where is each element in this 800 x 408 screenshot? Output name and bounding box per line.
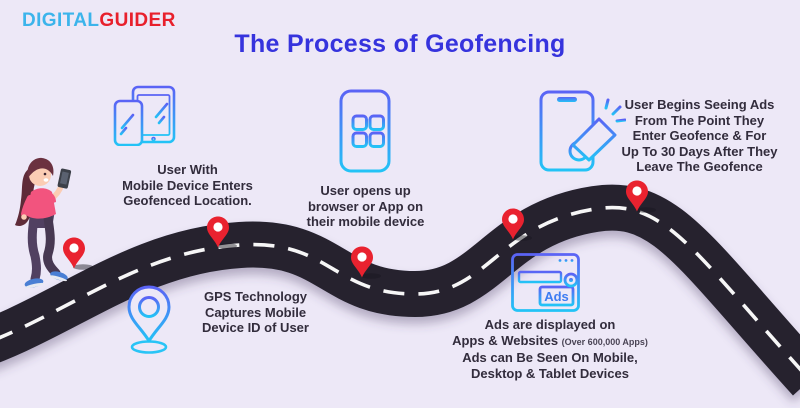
step5-line5: Leave The Geofence xyxy=(636,159,763,174)
step1-line3: Geofenced Location. xyxy=(123,193,252,208)
woman-arm-down xyxy=(21,195,33,217)
step4-line2: Apps & Websites (Over 600,000 Apps) xyxy=(444,333,656,351)
map-pin-icon xyxy=(351,246,381,279)
woman-sleeve xyxy=(50,192,56,204)
woman-hand xyxy=(21,214,27,220)
brand-logo-part1: DIGITAL xyxy=(22,10,100,31)
brand-logo-part2: GUIDER xyxy=(99,10,176,31)
step2-line1: GPS Technology xyxy=(203,289,308,304)
woman-shoe-back xyxy=(49,271,68,282)
step5-line3: Enter Geofence & For xyxy=(632,128,767,143)
phone-megaphone-icon xyxy=(539,90,626,172)
woman-hair-front xyxy=(27,157,54,178)
page-title: The Process of Geofencing xyxy=(234,30,566,58)
phone-in-hand xyxy=(57,168,72,189)
woman-shirt xyxy=(26,188,56,219)
step3-line1: User opens up xyxy=(320,183,411,198)
step4-line2-main: Apps & Websites xyxy=(452,332,559,348)
woman-leg-back xyxy=(43,213,61,278)
woman-walking-illustration xyxy=(15,157,72,288)
step5-line4: Up To 30 Days After They xyxy=(621,143,778,159)
step4-line1: Ads are displayed on xyxy=(484,317,616,332)
step3-text: User opens up browser or App on their mo… xyxy=(288,183,443,230)
step5-line2: From The Point They xyxy=(634,112,765,128)
ads-icon-label: Ads xyxy=(544,289,569,304)
map-pin-icon xyxy=(63,237,93,270)
road-centerline xyxy=(0,205,800,372)
step3-line3: their mobile device xyxy=(306,214,425,229)
gps-pin-icon xyxy=(127,285,171,354)
browser-ads-icon: Ads xyxy=(511,253,580,312)
step5-text: User Begins Seeing Ads From The Point Th… xyxy=(612,97,787,175)
map-pin-icon xyxy=(502,208,532,241)
step4-line2-note: (Over 600,000 Apps) xyxy=(561,336,648,347)
woman-leg-front xyxy=(27,213,41,284)
step4-line3: Ads can Be Seen On Mobile, xyxy=(462,350,638,365)
step2-line3: Device ID of User xyxy=(202,320,309,335)
woman-mouth xyxy=(43,178,49,182)
woman-figure xyxy=(15,157,72,288)
tablet-phone-icon xyxy=(113,85,176,146)
step5-line1: User Begins Seeing Ads xyxy=(624,97,775,112)
step3-line2: browser or App on xyxy=(307,198,424,214)
map-pin-icon xyxy=(626,180,656,213)
step1-text: User With Mobile Device Enters Geofenced… xyxy=(85,162,290,209)
step4-line4: Desktop & Tablet Devices xyxy=(471,365,629,381)
step1-line1: User With xyxy=(157,162,218,177)
step2-line2: Captures Mobile xyxy=(204,304,307,320)
phone-apps-icon xyxy=(339,89,391,173)
step4-text: Ads are displayed on Apps & Websites (Ov… xyxy=(444,317,656,381)
woman-eye xyxy=(43,172,47,176)
step2-text: GPS Technology Captures Mobile Device ID… xyxy=(183,289,328,336)
map-pin-icon xyxy=(207,216,237,249)
woman-shoe-front xyxy=(24,278,44,288)
step1-line2: Mobile Device Enters xyxy=(122,177,253,193)
brand-logo: DIGITALGUIDER xyxy=(22,10,176,32)
